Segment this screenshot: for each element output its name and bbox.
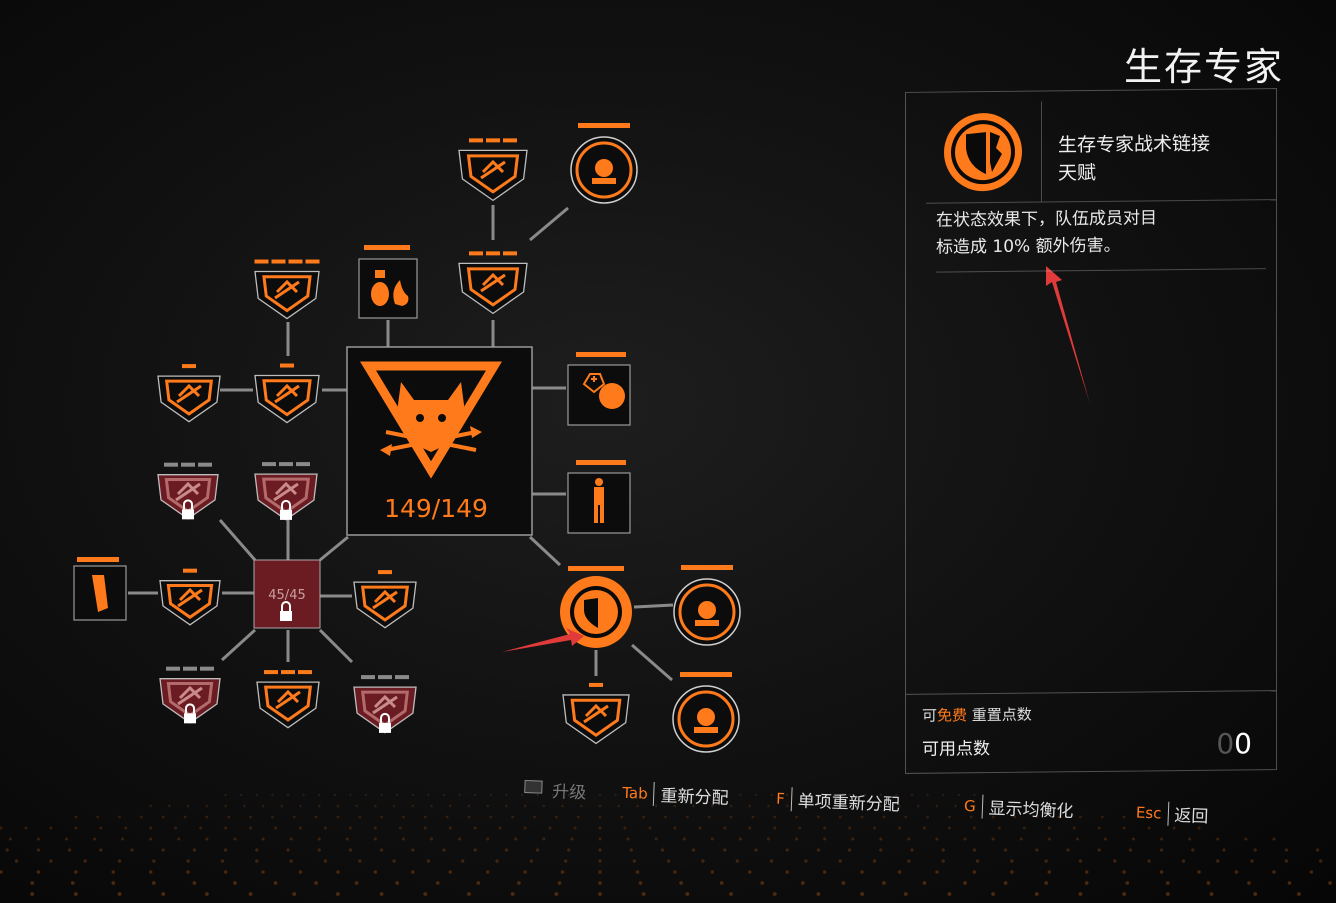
grenade-node[interactable] — [358, 245, 418, 319]
core-progress: 149/149 — [384, 494, 488, 523]
talent-name: 生存专家战术链接 天赋 — [1058, 130, 1210, 188]
raccoon-emblem-icon — [360, 361, 502, 479]
reset-suffix: 重置点数 — [967, 705, 1032, 725]
points-ghost-digit: 0 — [1216, 727, 1235, 761]
shield-crack-icon — [584, 598, 598, 628]
locked-rifle-node-3[interactable] — [159, 666, 221, 724]
hint-single-reassign-key: F — [775, 789, 786, 808]
hint-show-balance-label: 显示均衡化 — [988, 798, 1074, 823]
locked-rifle-node-1[interactable] — [157, 462, 219, 520]
locked-rifle-node-4[interactable] — [353, 675, 417, 734]
rifle-icon — [273, 481, 299, 502]
hint-single-reassign-label: 单项重新分配 — [797, 791, 901, 816]
points-digit: 0 — [1234, 727, 1252, 761]
reset-prefix: 可 — [922, 706, 938, 725]
rifle-icon — [372, 694, 398, 715]
perk-icon — [177, 587, 203, 608]
shield-crack-node[interactable] — [560, 566, 632, 648]
talent-name-line2: 天赋 — [1058, 161, 1097, 185]
reset-free: 免费 — [937, 706, 968, 725]
hint-back-key: Esc — [1135, 802, 1162, 822]
rifle-icon — [177, 685, 203, 706]
hint-separator — [981, 794, 984, 819]
hint-back-label: 返回 — [1173, 805, 1209, 828]
armor-rank-node[interactable] — [458, 138, 528, 202]
locked-rifle-node-2[interactable] — [254, 462, 318, 521]
hint-back[interactable]: Esc 返回 — [1135, 799, 1209, 828]
panel-title: 生存专家 — [1123, 45, 1284, 89]
rifle-node[interactable] — [159, 568, 221, 626]
lock-icon — [379, 712, 391, 733]
talent-header: 生存专家战术链接 天赋 — [926, 99, 1276, 204]
hint-separator — [1166, 801, 1169, 826]
lock-icon — [280, 499, 292, 520]
perk-icon — [274, 383, 300, 404]
hint-reassign-key: Tab — [621, 783, 649, 803]
talent-info-panel: 生存专家战术链接 天赋 在状态效果下，队伍成员对目 标造成 10% 额外伤害。 … — [905, 88, 1277, 774]
floor-pattern — [0, 793, 1332, 896]
lock-icon — [184, 703, 196, 724]
description-line2: 标造成 10% 额外伤害。 — [936, 235, 1121, 258]
perk-icon — [176, 383, 202, 404]
hint-reassign-label: 重新分配 — [660, 786, 729, 809]
reset-points-label: 可免费 重置点数 — [922, 704, 1032, 726]
grenade-fire-icon — [371, 270, 409, 306]
talent-icon-box — [926, 101, 1042, 203]
hint-reassign[interactable]: Tab 重新分配 — [622, 780, 729, 809]
soldier-icon — [594, 478, 604, 523]
talent-name-line1: 生存专家战术链接 — [1058, 132, 1211, 157]
star-badge-node[interactable] — [562, 682, 630, 745]
agent-node[interactable] — [567, 460, 631, 534]
hint-separator — [790, 786, 793, 811]
key-box-icon — [524, 779, 543, 794]
grin-face-icon — [694, 708, 718, 733]
talent-description: 在状态效果下，队伍成员对目 标造成 10% 额外伤害。 — [936, 204, 1266, 273]
perk-icon — [274, 279, 300, 300]
cobra-node[interactable] — [254, 259, 320, 320]
annotation-arrows — [502, 266, 1090, 652]
shield-heal-node[interactable] — [458, 251, 528, 315]
available-points-label: 可用点数 — [922, 739, 990, 760]
lock-icon — [182, 499, 194, 520]
available-points-value: 00 — [1216, 727, 1252, 760]
connectors — [128, 205, 674, 682]
lock-icon — [280, 601, 292, 621]
deployable-cover-icon — [695, 601, 719, 626]
team-medic-icon — [592, 159, 616, 184]
rifle-icon — [175, 481, 201, 502]
perk-icon — [583, 703, 609, 724]
shield-crack-icon — [944, 113, 1022, 192]
hint-single-reassign[interactable]: F 单项重新分配 — [775, 786, 901, 816]
points-footer: 可免费 重置点数 可用点数 00 — [906, 690, 1276, 773]
medic-ball-node[interactable] — [567, 352, 631, 426]
magazine-node[interactable] — [73, 557, 127, 621]
hint-separator — [653, 781, 656, 806]
hint-upgrade[interactable]: 升级 — [524, 776, 587, 803]
medkit-icon — [582, 373, 625, 409]
sub-core-node[interactable]: 45/45 — [253, 559, 321, 629]
pistol-node[interactable] — [353, 570, 417, 629]
sub-core-progress: 45/45 — [268, 588, 305, 603]
core-node[interactable]: 149/149 — [346, 346, 533, 536]
perk-icon — [480, 272, 506, 293]
perk-icon — [275, 689, 301, 710]
burst-node[interactable] — [254, 363, 320, 424]
perk-icon — [480, 159, 506, 180]
description-line1: 在状态效果下，队伍成员对目 — [936, 208, 1157, 231]
team-heal-node[interactable] — [570, 123, 638, 204]
perk-icon — [372, 589, 398, 610]
grin-node[interactable] — [672, 672, 740, 753]
hint-show-balance[interactable]: G 显示均衡化 — [964, 793, 1075, 822]
magazine-icon — [92, 575, 108, 612]
hint-show-balance-key: G — [963, 796, 977, 815]
explosive-pack-node[interactable] — [157, 364, 221, 423]
hint-upgrade-label: 升级 — [551, 782, 587, 804]
cover-node[interactable] — [673, 565, 741, 646]
shotgun-node[interactable] — [256, 670, 320, 729]
